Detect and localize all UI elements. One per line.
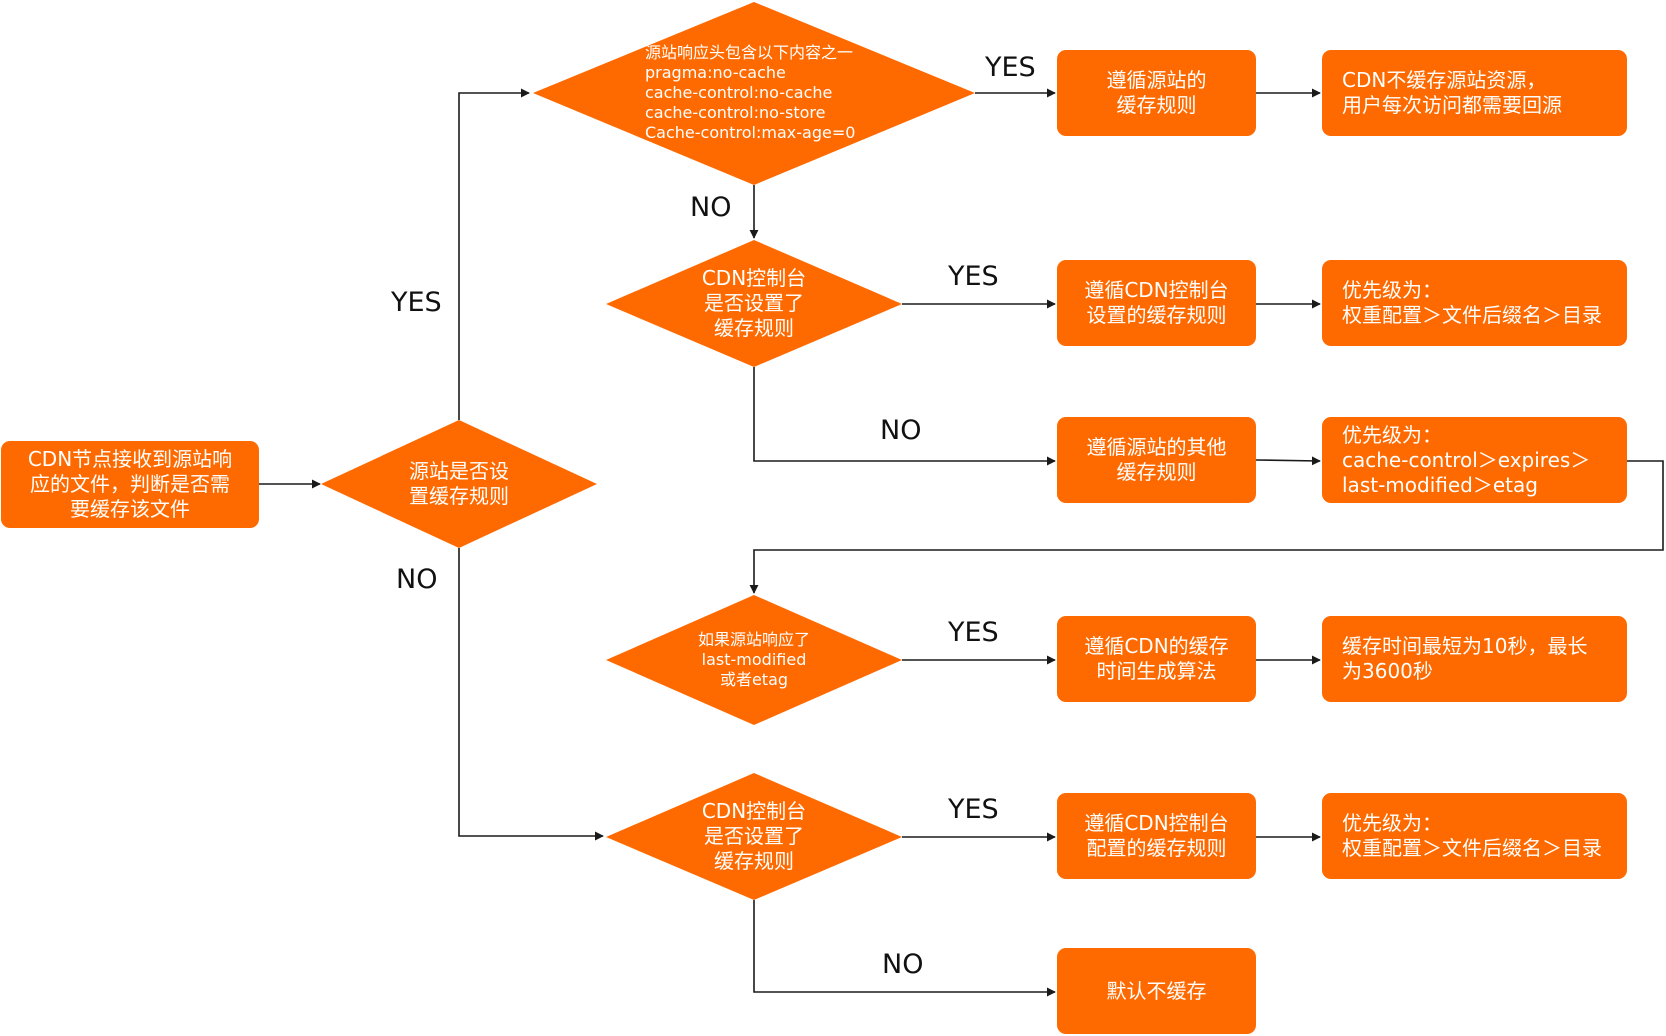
box-default-no-cache: 默认不缓存 bbox=[1057, 948, 1256, 1034]
box-follow-origin-other: 遵循源站的其他 缓存规则 bbox=[1057, 417, 1256, 503]
decision-last-modified-text: 如果源站响应了 last-modified 或者etag bbox=[664, 629, 844, 691]
start-node-line: 应的文件，判断是否需 bbox=[30, 472, 230, 496]
box-follow-origin-line: 遵循源站的 bbox=[1106, 68, 1207, 92]
box-follow-console-settings: 遵循CDN控制台 设置的缓存规则 bbox=[1057, 260, 1256, 346]
box-priority-headers-line: 优先级为： bbox=[1342, 422, 1442, 447]
box-follow-origin-line: 缓存规则 bbox=[1116, 93, 1197, 117]
box-follow-origin-other-line: 遵循源站的其他 bbox=[1086, 435, 1227, 459]
box-priority-b-line: 权重配置＞文件后缀名＞目录 bbox=[1342, 836, 1602, 860]
box-priority-b-line: 优先级为： bbox=[1342, 811, 1442, 835]
arrow-follow-origin-other-to-priority-headers bbox=[1255, 456, 1321, 466]
start-node: CDN节点接收到源站响 应的文件，判断是否需 要缓存该文件 bbox=[1, 441, 259, 528]
decision-headers-line: cache-control:no-cache bbox=[645, 83, 833, 102]
decision-console-a-line: 是否设置了 bbox=[704, 290, 804, 315]
decision-last-modified-line: 或者etag bbox=[719, 670, 789, 689]
arrow-origin-yes-to-headers bbox=[458, 88, 530, 420]
box-cdn-algorithm: 遵循CDN的缓存 时间生成算法 bbox=[1057, 616, 1256, 702]
box-priority-headers-line: cache-control＞expires＞ bbox=[1342, 447, 1591, 472]
box-cdn-algorithm-line: 时间生成算法 bbox=[1096, 659, 1217, 683]
diamond-console-rule-b bbox=[606, 773, 902, 900]
arrow-priority-headers-to-last-modified bbox=[749, 460, 1664, 594]
box-cache-time-line: 为3600秒 bbox=[1342, 659, 1433, 683]
box-priority-headers-line: last-modified＞etag bbox=[1342, 472, 1538, 497]
decision-headers-line: pragma:no-cache bbox=[645, 63, 786, 82]
box-priority-headers: 优先级为： cache-control＞expires＞ last-modifi… bbox=[1322, 417, 1627, 503]
box-no-cache-result-line: CDN不缓存源站资源， bbox=[1342, 68, 1547, 92]
box-follow-origin: 遵循源站的 缓存规则 bbox=[1057, 50, 1256, 136]
box-follow-console-config: 遵循CDN控制台 配置的缓存规则 bbox=[1057, 793, 1256, 879]
edge-label-console-a-no: NO bbox=[880, 415, 922, 446]
decision-console-b-line: 缓存规则 bbox=[714, 848, 794, 873]
decision-last-modified-line: last-modified bbox=[701, 650, 807, 669]
decision-last-modified-line: 如果源站响应了 bbox=[697, 630, 810, 649]
box-priority-b: 优先级为： 权重配置＞文件后缀名＞目录 bbox=[1322, 793, 1627, 879]
decision-origin-rule-line: 源站是否设 bbox=[409, 459, 509, 483]
edge-label-origin-yes: YES bbox=[391, 287, 442, 318]
edge-label-console-a-yes: YES bbox=[948, 261, 999, 292]
box-follow-console-config-line: 配置的缓存规则 bbox=[1086, 836, 1227, 860]
decision-headers-line: 源站响应头包含以下内容之一 bbox=[645, 43, 854, 62]
box-priority-a-line: 优先级为： bbox=[1342, 278, 1442, 302]
diamond-console-rule-a bbox=[606, 240, 902, 367]
edge-label-console-b-no: NO bbox=[882, 949, 924, 980]
box-follow-console-config-line: 遵循CDN控制台 bbox=[1084, 811, 1229, 835]
box-default-no-cache-line: 默认不缓存 bbox=[1106, 978, 1207, 1003]
box-follow-console-settings-line: 设置的缓存规则 bbox=[1086, 303, 1227, 327]
box-cache-time: 缓存时间最短为10秒，最长 为3600秒 bbox=[1322, 616, 1627, 702]
box-follow-origin-other-line: 缓存规则 bbox=[1116, 460, 1197, 484]
edge-label-origin-no: NO bbox=[396, 564, 438, 595]
box-priority-a-line: 权重配置＞文件后缀名＞目录 bbox=[1342, 303, 1602, 327]
decision-headers-line: cache-control:no-store bbox=[645, 103, 826, 122]
box-no-cache-result: CDN不缓存源站资源， 用户每次访问都需要回源 bbox=[1322, 50, 1627, 136]
box-cache-time-line: 缓存时间最短为10秒，最长 bbox=[1342, 634, 1588, 658]
decision-console-b-line: 是否设置了 bbox=[704, 823, 804, 848]
decision-console-a-line: 缓存规则 bbox=[714, 315, 794, 340]
box-cdn-algorithm-line: 遵循CDN的缓存 bbox=[1084, 634, 1229, 658]
decision-origin-rule-text: 源站是否设 置缓存规则 bbox=[359, 449, 559, 519]
decision-no-cache-headers-text: 源站响应头包含以下内容之一 pragma:no-cache cache-cont… bbox=[645, 40, 885, 146]
box-priority-a: 优先级为： 权重配置＞文件后缀名＞目录 bbox=[1322, 260, 1627, 346]
decision-console-rule-a-text: CDN控制台 是否设置了 缓存规则 bbox=[664, 264, 844, 342]
decision-console-a-line: CDN控制台 bbox=[701, 265, 807, 290]
arrow-console-a-no-to-follow-origin-other bbox=[753, 367, 1056, 466]
box-follow-console-settings-line: 遵循CDN控制台 bbox=[1084, 278, 1229, 302]
box-no-cache-result-line: 用户每次访问都需要回源 bbox=[1342, 93, 1562, 117]
diamond-origin-rule bbox=[321, 420, 597, 548]
edge-label-console-b-yes: YES bbox=[948, 794, 999, 825]
decision-headers-line: Cache-control:max-age=0 bbox=[645, 123, 856, 142]
decision-console-rule-b-text: CDN控制台 是否设置了 缓存规则 bbox=[664, 797, 844, 875]
arrow-origin-no-to-console-b bbox=[458, 548, 604, 841]
start-node-line: 要缓存该文件 bbox=[70, 497, 190, 521]
diamond-no-cache-headers bbox=[533, 2, 975, 185]
decision-console-b-line: CDN控制台 bbox=[701, 798, 807, 823]
edge-label-headers-no: NO bbox=[690, 192, 732, 223]
diamond-last-modified bbox=[606, 595, 902, 725]
start-node-line: CDN节点接收到源站响 bbox=[27, 447, 233, 471]
edge-label-last-modified-yes: YES bbox=[948, 617, 999, 648]
edge-label-headers-yes: YES bbox=[985, 52, 1036, 83]
arrow-console-b-no-to-default bbox=[753, 900, 1056, 997]
decision-origin-rule-line: 置缓存规则 bbox=[409, 484, 509, 508]
